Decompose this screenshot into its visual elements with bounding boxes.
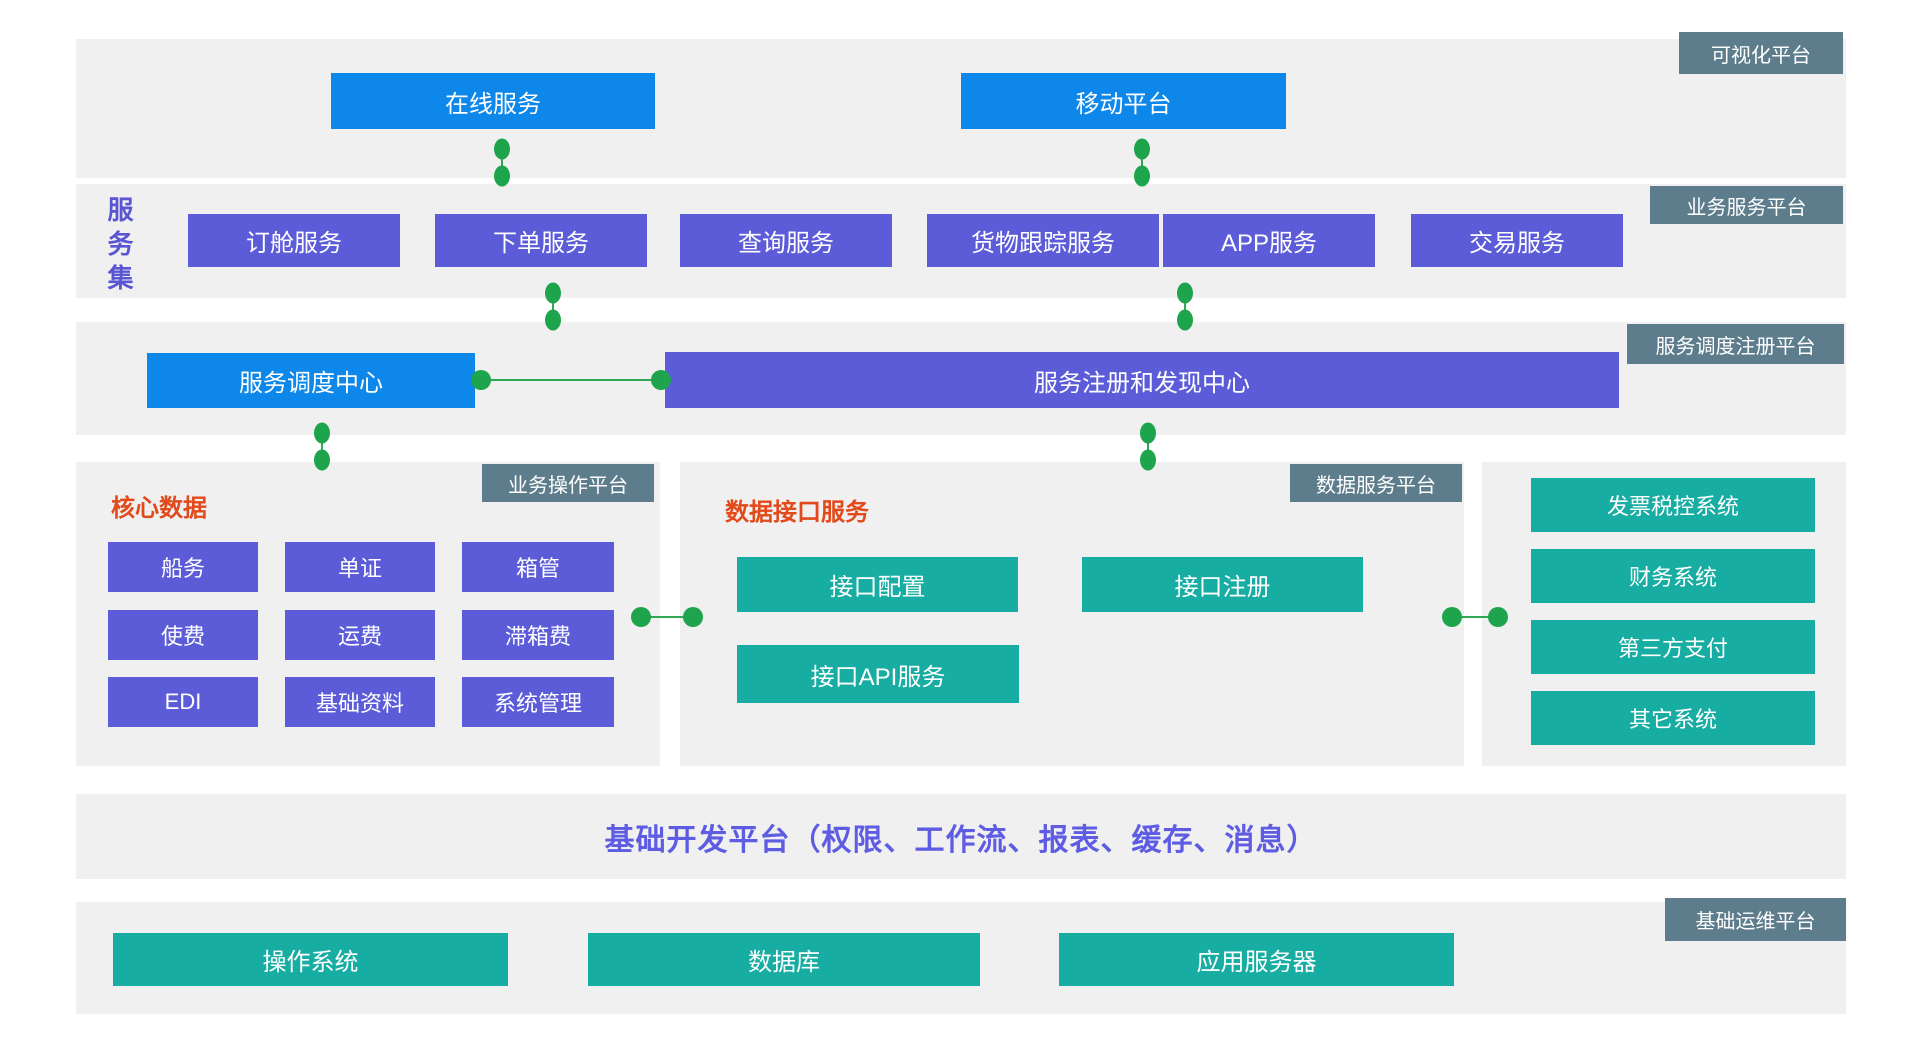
business-service-band: 服务集 订舱服务 下单服务 查询服务 货物跟踪服务 APP服务 交易服务 业务服… [76,184,1846,298]
finance-system-node: 财务系统 [1531,549,1815,603]
query-service-node: 查询服务 [680,214,892,267]
dispatch-registry-platform-tag: 服务调度注册平台 [1627,324,1844,364]
visualization-band: 在线服务 移动平台 可视化平台 [76,32,1846,178]
app-service-node: APP服务 [1163,214,1375,267]
dev-platform-text: 基础开发平台（权限、工作流、报表、缓存、消息） [604,823,1318,857]
interface-api-node: 接口API服务 [737,645,1019,703]
ordering-service-node: 下单服务 [435,214,647,267]
operating-system-node: 操作系统 [113,933,508,986]
module-system-admin-node: 系统管理 [462,677,614,727]
data-service-platform-tag: 数据服务平台 [1290,464,1462,502]
module-edi-node: EDI [108,677,258,727]
service-dispatch-center-node: 服务调度中心 [147,353,475,408]
data-service-panel: 数据接口服务 数据服务平台 接口配置 接口注册 接口API服务 [680,462,1464,766]
mobile-platform-node: 移动平台 [961,73,1286,129]
external-systems-panel: 发票税控系统 财务系统 第三方支付 其它系统 [1482,462,1846,766]
database-node: 数据库 [588,933,980,986]
cargo-tracking-service-node: 货物跟踪服务 [927,214,1159,267]
module-container-node: 箱管 [462,542,614,592]
interface-registry-node: 接口注册 [1082,557,1363,612]
module-documents-node: 单证 [285,542,435,592]
module-demurrage-node: 滞箱费 [462,610,614,660]
interface-config-node: 接口配置 [737,557,1018,612]
module-base-data-node: 基础资料 [285,677,435,727]
module-shipping-node: 船务 [108,542,258,592]
service-registry-center-node: 服务注册和发现中心 [665,352,1619,408]
dev-platform-band: 基础开发平台（权限、工作流、报表、缓存、消息） [76,794,1846,879]
module-usage-fee-node: 使费 [108,610,258,660]
operation-panel: 核心数据 业务操作平台 船务 单证 箱管 使费 运费 滞箱费 EDI 基础资料 … [76,462,660,766]
online-service-node: 在线服务 [331,73,655,129]
core-data-title: 核心数据 [111,495,207,522]
third-party-payment-node: 第三方支付 [1531,620,1815,674]
operation-platform-tag: 业务操作平台 [482,464,654,502]
service-set-label: 服务集 [104,196,134,298]
ops-band: 基础运维平台 操作系统 数据库 应用服务器 [76,898,1846,1014]
invoice-tax-system-node: 发票税控系统 [1531,478,1815,532]
app-server-node: 应用服务器 [1059,933,1454,986]
ops-platform-tag: 基础运维平台 [1665,898,1846,941]
module-freight-node: 运费 [285,610,435,660]
visualization-platform-tag: 可视化平台 [1679,32,1843,74]
business-service-platform-tag: 业务服务平台 [1650,186,1843,224]
other-system-node: 其它系统 [1531,691,1815,745]
data-interface-title: 数据接口服务 [725,499,869,526]
dispatch-band: 服务调度中心 服务注册和发现中心 服务调度注册平台 [76,322,1846,435]
trade-service-node: 交易服务 [1411,214,1623,267]
booking-service-node: 订舱服务 [188,214,400,267]
